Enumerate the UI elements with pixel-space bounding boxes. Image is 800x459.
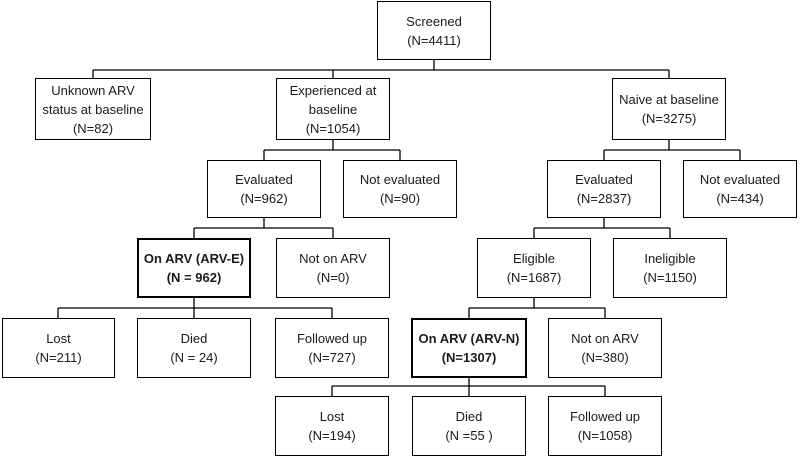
unknown-arv-label-2: status at baseline [42, 101, 144, 117]
screened-count: (N=4411) [407, 32, 461, 48]
experienced-node: Experienced at baseline (N=1054) [276, 78, 390, 140]
experienced-died-node: Died (N = 24) [137, 318, 251, 378]
screened-node: Screened (N=4411) [377, 1, 491, 60]
experienced-lost-node: Lost (N=211) [2, 318, 115, 378]
naive-not-on-arv-label: Not on ARV [571, 331, 639, 346]
experienced-lost-count: (N=211) [35, 350, 82, 365]
experienced-label-2: baseline [308, 101, 358, 117]
eligible-node: Eligible (N=1687) [477, 238, 591, 298]
naive-died-label: Died [455, 409, 483, 424]
naive-label: Naive at baseline [619, 92, 719, 107]
naive-died-node: Died (N =55 ) [412, 396, 526, 456]
naive-not-evaluated-label: Not evaluated [699, 172, 781, 187]
experienced-died-label: Died [180, 331, 208, 346]
arv-n-node: On ARV (ARV-N) (N=1307) [411, 318, 527, 378]
experienced-not-evaluated-label: Not evaluated [359, 172, 441, 187]
naive-evaluated-count: (N=2837) [576, 191, 632, 206]
naive-node: Naive at baseline (N=3275) [612, 78, 726, 140]
eligible-count: (N=1687) [506, 270, 562, 285]
ineligible-count: (N=1150) [643, 270, 697, 285]
experienced-not-on-arv-count: (N=0) [316, 270, 350, 285]
experienced-evaluated-label: Evaluated [235, 172, 293, 187]
arv-n-count: (N=1307) [441, 350, 497, 365]
unknown-arv-count: (N=82) [72, 120, 114, 136]
arv-e-label: On ARV (ARV-E) [143, 251, 245, 266]
naive-evaluated-label: Evaluated [575, 172, 633, 187]
naive-not-on-arv-count: (N=380) [581, 350, 629, 365]
naive-count: (N=3275) [641, 111, 697, 126]
experienced-not-evaluated-node: Not evaluated (N=90) [343, 160, 457, 218]
ineligible-node: Ineligible (N=1150) [613, 238, 727, 298]
naive-followed-up-count: (N=1058) [577, 428, 633, 443]
experienced-followed-up-node: Followed up (N=727) [275, 318, 389, 378]
experienced-died-count: (N = 24) [170, 350, 218, 365]
naive-died-count: (N =55 ) [445, 428, 493, 443]
naive-followed-up-node: Followed up (N=1058) [548, 396, 662, 456]
naive-lost-node: Lost (N=194) [275, 396, 389, 456]
unknown-arv-node: Unknown ARV status at baseline (N=82) [35, 78, 151, 140]
naive-lost-label: Lost [319, 409, 345, 424]
unknown-arv-label-1: Unknown ARV [51, 82, 135, 98]
naive-not-evaluated-count: (N=434) [716, 191, 764, 206]
naive-not-on-arv-node: Not on ARV (N=380) [548, 318, 662, 378]
experienced-count: (N=1054) [305, 120, 361, 136]
arv-n-label: On ARV (ARV-N) [418, 331, 520, 346]
experienced-not-on-arv-node: Not on ARV (N=0) [276, 238, 390, 298]
eligible-label: Eligible [513, 251, 555, 266]
arv-e-count: (N = 962) [166, 270, 222, 285]
ineligible-label: Ineligible [644, 251, 696, 266]
screened-label: Screened [406, 13, 462, 29]
naive-lost-count: (N=194) [308, 428, 356, 443]
naive-evaluated-node: Evaluated (N=2837) [547, 160, 661, 218]
experienced-followed-up-count: (N=727) [308, 350, 356, 365]
experienced-evaluated-count: (N=962) [240, 191, 288, 206]
naive-followed-up-label: Followed up [569, 409, 641, 424]
experienced-not-on-arv-label: Not on ARV [299, 251, 367, 266]
experienced-lost-label: Lost [46, 331, 71, 346]
naive-not-evaluated-node: Not evaluated (N=434) [683, 160, 797, 218]
experienced-not-evaluated-count: (N=90) [379, 191, 421, 206]
experienced-label-1: Experienced at [289, 82, 377, 98]
experienced-followed-up-label: Followed up [296, 331, 368, 346]
arv-e-node: On ARV (ARV-E) (N = 962) [137, 238, 251, 298]
experienced-evaluated-node: Evaluated (N=962) [207, 160, 321, 218]
